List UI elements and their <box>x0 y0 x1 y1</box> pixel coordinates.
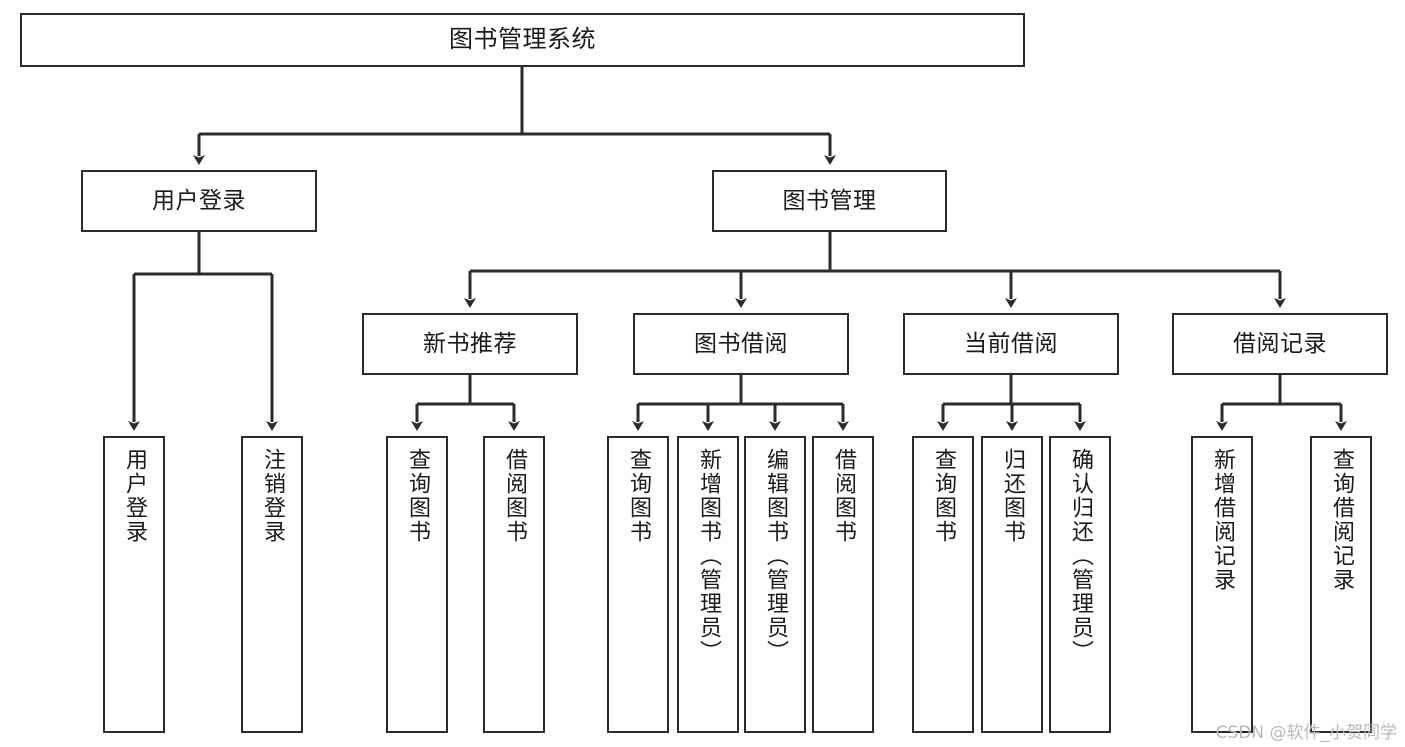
node-borrow-record-label: 借阅记录 <box>1233 330 1327 357</box>
node-leaf-confirm-return-admin-label: 确认归还（管理员） <box>1068 448 1093 664</box>
node-leaf-query-borrow-record-label: 查询借阅记录 <box>1329 448 1354 592</box>
node-leaf-user-login[interactable]: 用户登录 <box>103 436 165 733</box>
node-leaf-user-logout[interactable]: 注销登录 <box>241 436 303 733</box>
node-leaf-return-book[interactable]: 归还图书 <box>981 436 1043 733</box>
node-borrow-record[interactable]: 借阅记录 <box>1172 313 1388 375</box>
node-book-borrow[interactable]: 图书借阅 <box>633 313 849 375</box>
node-leaf-query-book-rec[interactable]: 查询图书 <box>386 436 448 733</box>
node-current-borrow-label: 当前借阅 <box>964 330 1058 357</box>
node-leaf-edit-book-admin-label: 编辑图书（管理员） <box>763 448 788 664</box>
node-root-label: 图书管理系统 <box>449 25 596 54</box>
node-leaf-query-book-borrow-label: 查询图书 <box>626 448 651 544</box>
node-leaf-borrow-book[interactable]: 借阅图书 <box>812 436 874 733</box>
node-leaf-borrow-book-rec[interactable]: 借阅图书 <box>483 436 545 733</box>
node-leaf-borrow-book-label: 借阅图书 <box>831 448 856 544</box>
node-leaf-add-book-admin[interactable]: 新增图书（管理员） <box>677 436 739 733</box>
csdn-watermark: CSDN @软件_小贺同学 <box>1215 723 1397 743</box>
node-leaf-user-login-label: 用户登录 <box>122 448 147 544</box>
node-leaf-add-borrow-record-label: 新增借阅记录 <box>1210 448 1235 592</box>
node-leaf-edit-book-admin[interactable]: 编辑图书（管理员） <box>744 436 806 733</box>
node-leaf-query-book-borrow[interactable]: 查询图书 <box>607 436 669 733</box>
node-leaf-confirm-return-admin[interactable]: 确认归还（管理员） <box>1049 436 1111 733</box>
node-leaf-borrow-book-rec-label: 借阅图书 <box>502 448 527 544</box>
node-leaf-return-book-label: 归还图书 <box>1000 448 1025 544</box>
node-user-login-label: 用户登录 <box>152 187 246 214</box>
node-current-borrow[interactable]: 当前借阅 <box>903 313 1119 375</box>
node-leaf-query-book-rec-label: 查询图书 <box>405 448 430 544</box>
node-leaf-query-borrow-record[interactable]: 查询借阅记录 <box>1310 436 1372 733</box>
node-leaf-query-book-cur[interactable]: 查询图书 <box>912 436 974 733</box>
node-root[interactable]: 图书管理系统 <box>20 13 1025 67</box>
node-leaf-add-book-admin-label: 新增图书（管理员） <box>696 448 721 664</box>
node-leaf-query-book-cur-label: 查询图书 <box>931 448 956 544</box>
node-book-management[interactable]: 图书管理 <box>712 170 947 232</box>
node-new-book-recommend[interactable]: 新书推荐 <box>362 313 578 375</box>
node-new-book-recommend-label: 新书推荐 <box>423 330 517 357</box>
node-leaf-add-borrow-record[interactable]: 新增借阅记录 <box>1191 436 1253 733</box>
node-leaf-user-logout-label: 注销登录 <box>260 448 285 544</box>
node-book-management-label: 图书管理 <box>782 187 877 214</box>
node-book-borrow-label: 图书借阅 <box>694 330 788 357</box>
node-user-login[interactable]: 用户登录 <box>81 170 317 232</box>
